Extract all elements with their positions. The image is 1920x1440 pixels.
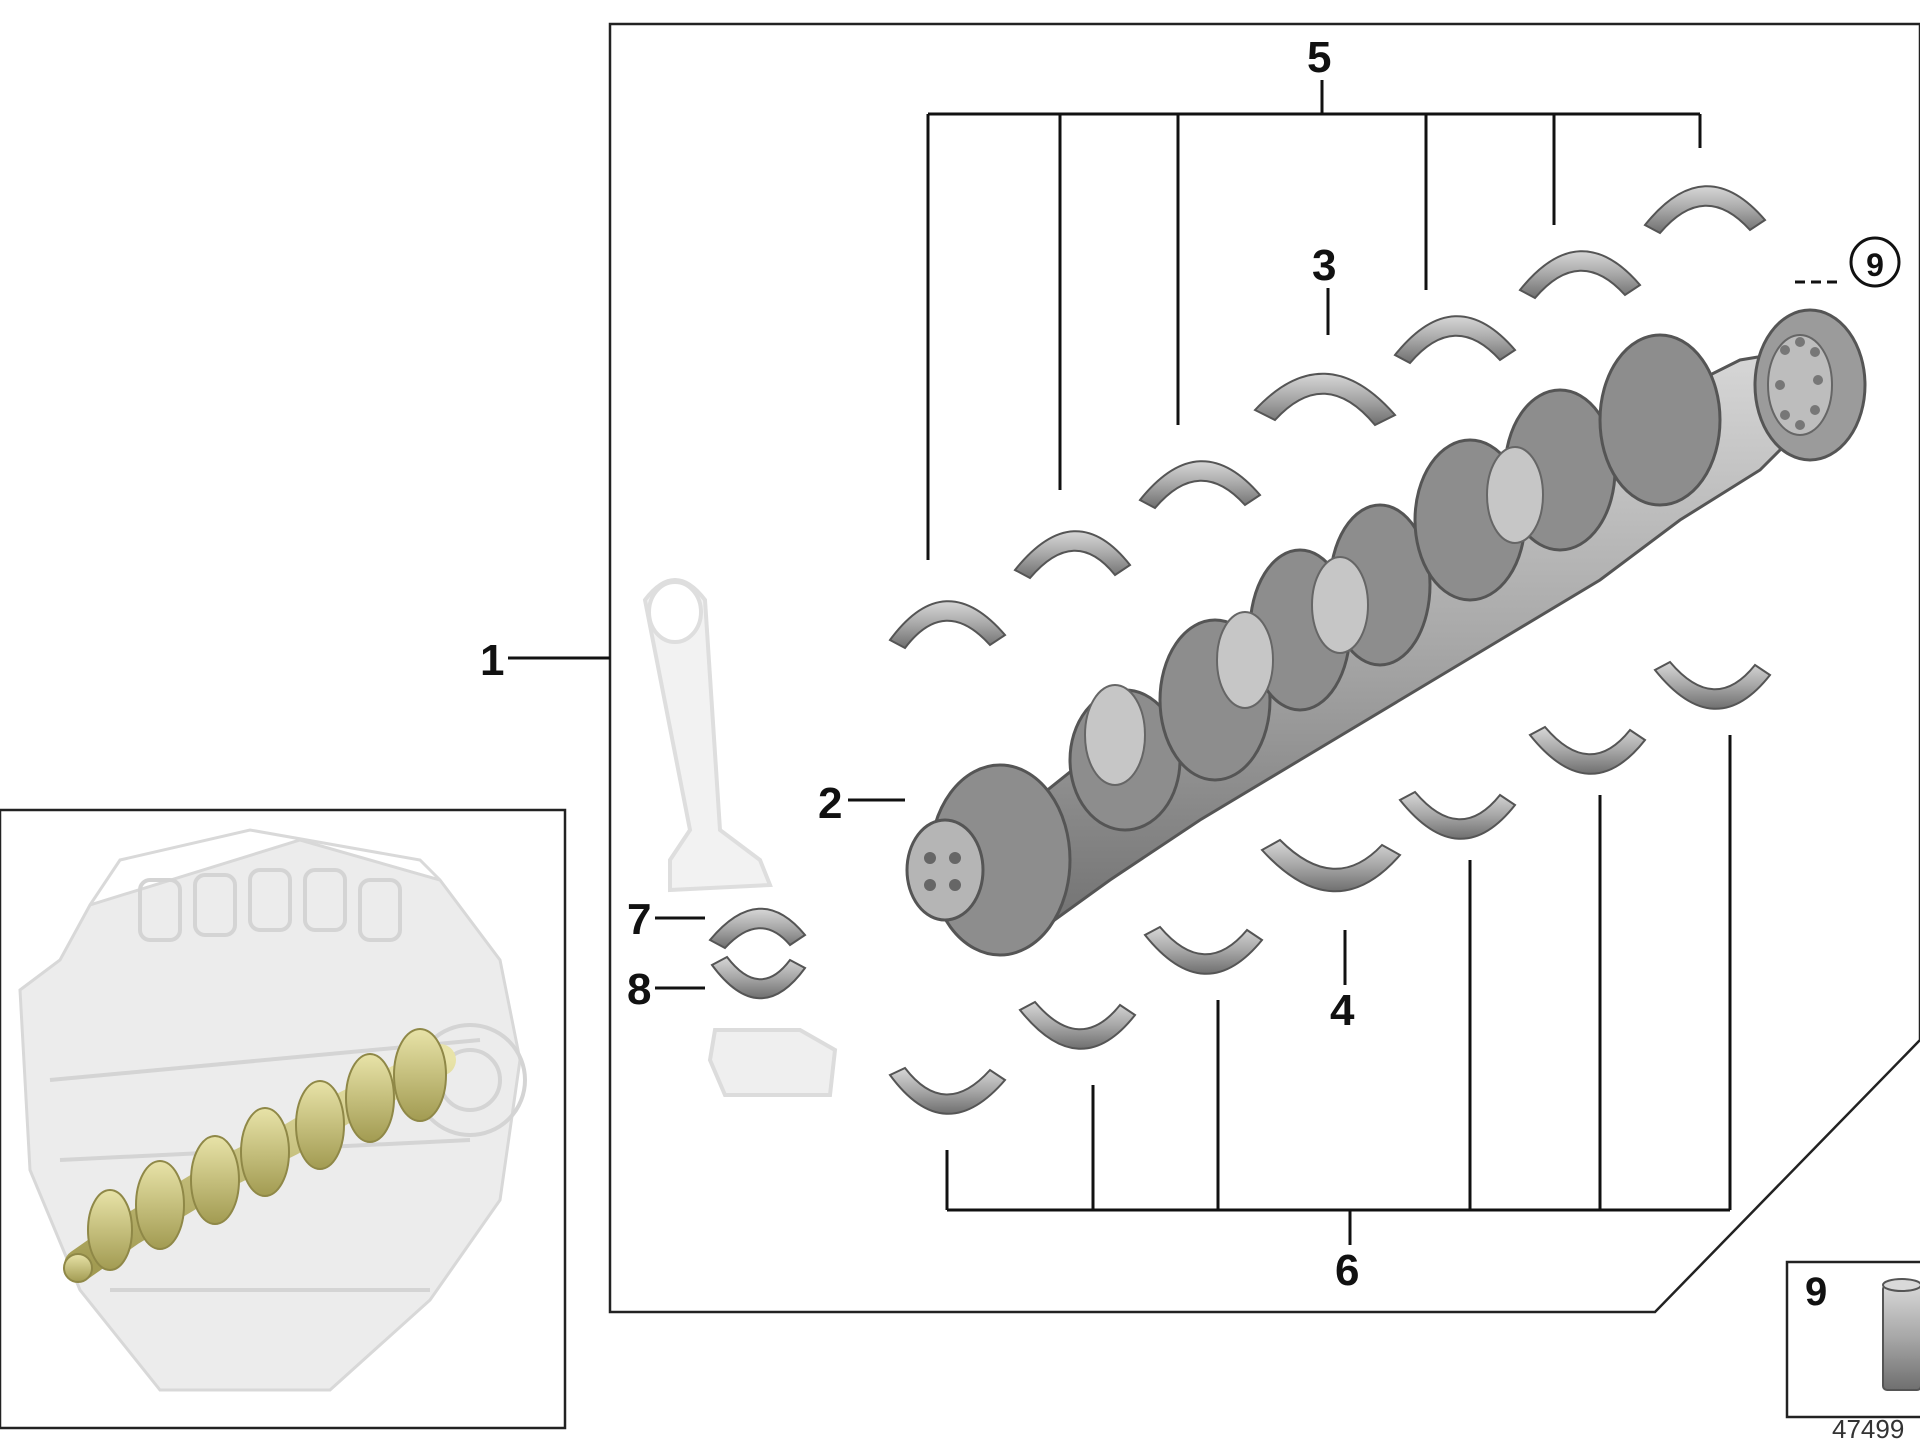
callout-6: 6 <box>1335 1246 1359 1295</box>
bearing-shell-lower <box>1398 790 1517 840</box>
bearing-shell-upper <box>888 600 1007 650</box>
bearing-shell-lower <box>1653 660 1772 710</box>
bearing-shell-upper-thrust <box>1253 372 1397 427</box>
rod-bearing-lower <box>710 955 807 1000</box>
callout-2: 2 <box>818 779 842 828</box>
bearing-shell-upper <box>1013 530 1132 580</box>
rod-bearing-upper <box>708 907 807 950</box>
svg-text:9: 9 <box>1866 247 1884 283</box>
callout-5: 5 <box>1307 33 1331 82</box>
crankshaft <box>905 308 1867 957</box>
callout-9-reference: 9 <box>1849 236 1901 288</box>
callout-8: 8 <box>627 965 651 1014</box>
bearing-shell-lower <box>1018 1000 1137 1050</box>
callout-9-inset: 9 <box>1805 1270 1827 1314</box>
connecting-rod-ghost <box>642 578 838 1097</box>
engine-locator-frame <box>0 808 567 1430</box>
bearing-shell-upper <box>1138 460 1262 510</box>
dowel-pin-icon <box>1882 1278 1920 1391</box>
bearing-shell-lower-thrust <box>1260 838 1402 893</box>
callout-7: 7 <box>627 895 651 944</box>
crankshaft-highlight <box>63 1028 456 1283</box>
diagram-number: 47499 <box>1832 1414 1904 1440</box>
callout-4: 4 <box>1330 986 1355 1035</box>
callout-3: 3 <box>1312 241 1336 290</box>
bearing-shell-lower <box>888 1066 1007 1115</box>
callout-1: 1 <box>480 636 504 685</box>
leader-lines <box>508 80 1840 1245</box>
bearing-shell-upper <box>1393 315 1517 365</box>
bearing-shell-upper <box>1518 250 1642 300</box>
lower-main-bearing-shells <box>888 660 1772 1115</box>
rod-bearing-shells <box>708 907 807 1000</box>
assembly-frame <box>608 22 1920 1314</box>
dowel-pin-inset: 9 <box>1785 1260 1920 1419</box>
bearing-shell-upper <box>1643 185 1767 235</box>
bearing-shell-lower <box>1528 725 1647 775</box>
upper-main-bearing-shells <box>888 185 1767 650</box>
bearing-shell-lower <box>1143 925 1264 975</box>
